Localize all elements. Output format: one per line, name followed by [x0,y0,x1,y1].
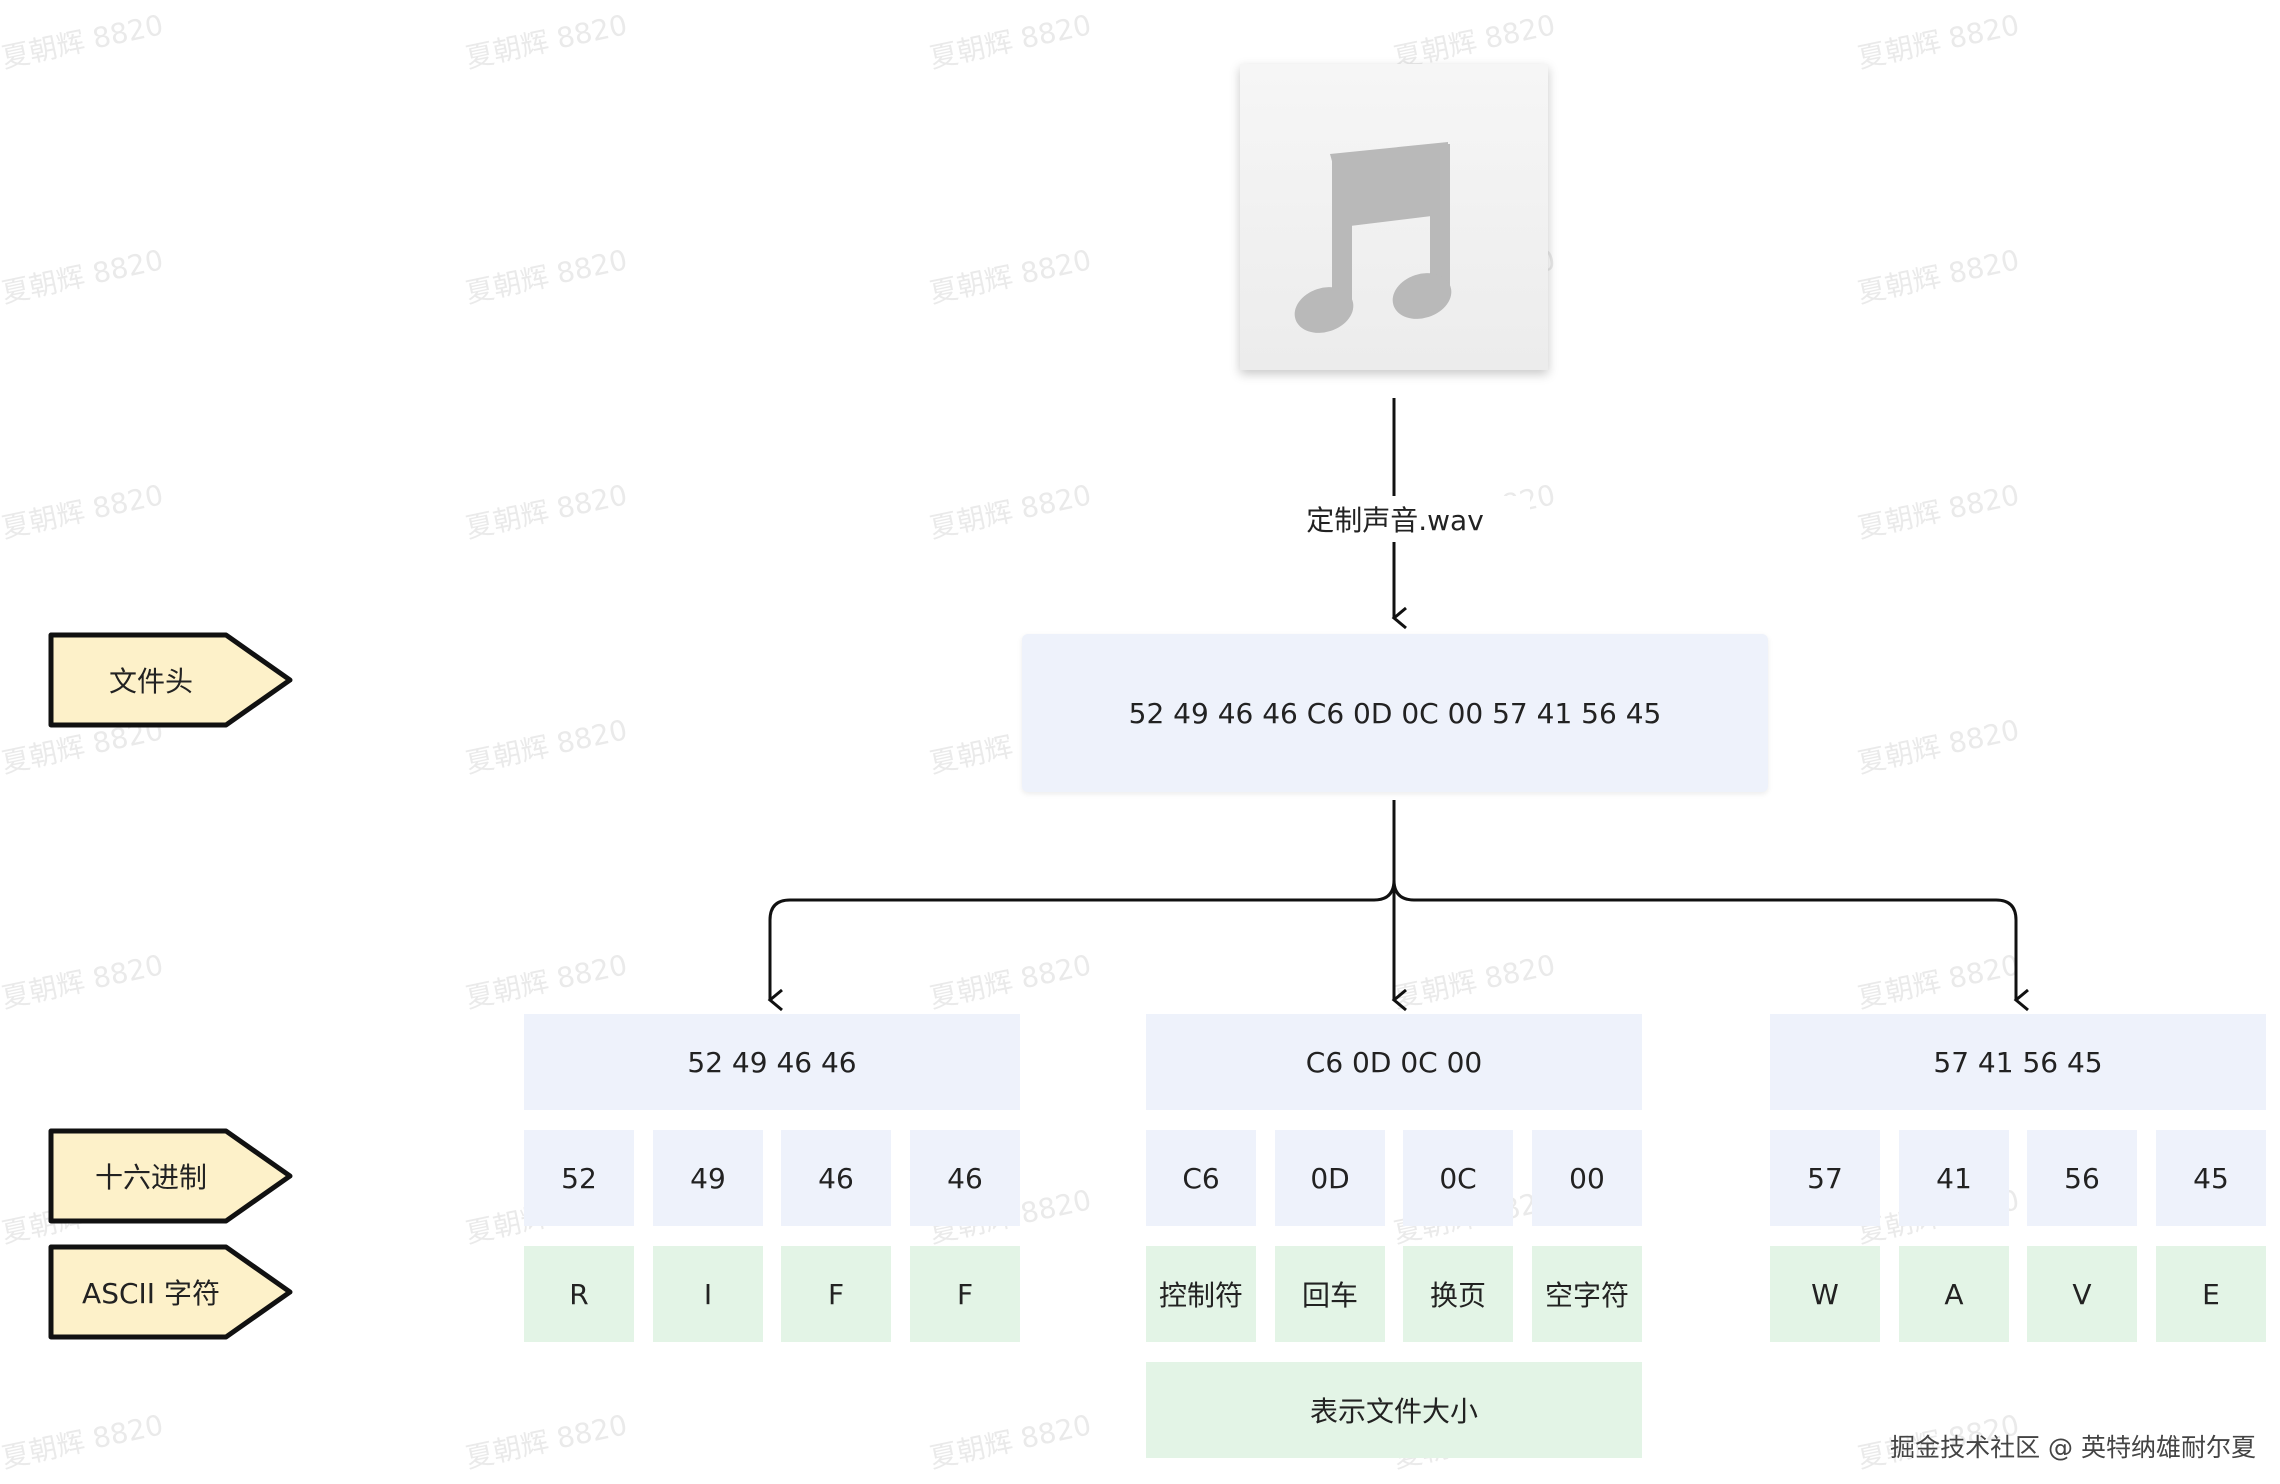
tag-ascii: ASCII 字符 [48,1244,294,1340]
byte-hex-cell: 52 [524,1130,634,1226]
file-size-note: 表示文件大小 [1146,1362,1642,1458]
group-wave-hex: 57 41 56 45 [1770,1014,2266,1110]
byte-hex-cell: 46 [781,1130,891,1226]
byte-ascii-cell: 换页 [1403,1246,1513,1342]
tag-arrow-shape [48,1244,293,1340]
byte-ascii-cell: F [781,1246,891,1342]
byte-hex-cell: 56 [2027,1130,2137,1226]
byte-hex-cell: 41 [1899,1130,2009,1226]
byte-hex-cell: 45 [2156,1130,2266,1226]
byte-hex-cell: 57 [1770,1130,1880,1226]
byte-ascii-cell: E [2156,1246,2266,1342]
byte-ascii-cell: 控制符 [1146,1246,1256,1342]
byte-hex-cell: 49 [653,1130,763,1226]
tag-label: ASCII 字符 [82,1277,220,1310]
byte-ascii-cell: A [1899,1246,2009,1342]
branch-left [767,879,1396,1012]
byte-ascii-cell: W [1770,1246,1880,1342]
footer-credit: 掘金技术社区 @ 英特纳雄耐尔夏 [1890,1433,2256,1462]
byte-ascii-cell: 回车 [1275,1246,1385,1342]
byte-hex-cell: 00 [1532,1130,1642,1226]
byte-ascii-cell: R [524,1246,634,1342]
byte-ascii-cell: I [653,1246,763,1342]
byte-ascii-cell: F [910,1246,1020,1342]
file-name-label: 定制声音.wav [1260,496,1530,542]
group-size-hex: C6 0D 0C 00 [1146,1014,1642,1110]
music-note-icon [1294,142,1452,333]
byte-hex-cell: 46 [910,1130,1020,1226]
tag-arrow-shape [48,632,293,728]
file-header-hex-box: 52 49 46 46 C6 0D 0C 00 57 41 56 45 [1022,634,1768,792]
audio-file-card [1240,64,1548,370]
byte-hex-cell: C6 [1146,1130,1256,1226]
tag-hex: 十六进制 [48,1128,294,1224]
tag-label: 十六进制 [94,1161,207,1194]
tag-arrow-shape [48,1128,293,1224]
byte-ascii-cell: 空字符 [1532,1246,1642,1342]
byte-hex-cell: 0C [1403,1130,1513,1226]
tag-label: 文件头 [108,665,193,698]
branch-right [1392,879,2029,1012]
byte-ascii-cell: V [2027,1246,2137,1342]
tag-file-header: 文件头 [48,632,294,728]
group-riff-hex: 52 49 46 46 [524,1014,1020,1110]
byte-hex-cell: 0D [1275,1130,1385,1226]
